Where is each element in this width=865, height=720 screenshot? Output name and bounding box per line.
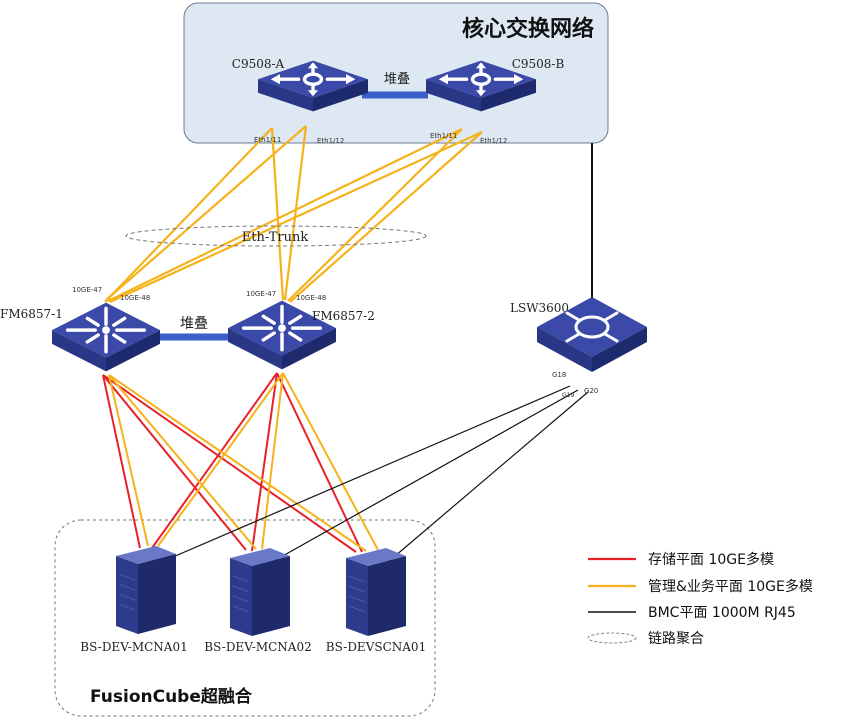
legend: 存储平面 10GE多模 管理&业务平面 10GE多模 BMC平面 1000M R…	[587, 551, 813, 647]
legend-bmc-label: BMC平面 1000M RJ45	[648, 605, 796, 621]
fm1-port2: 10GE-48	[120, 294, 150, 302]
uplink-c9508b-p11-fm1	[107, 128, 463, 302]
legend-trunk-label: 链路聚合	[648, 631, 704, 647]
lsw3600-port2: G19	[562, 392, 574, 399]
lsw3600-label: LSW3600	[510, 301, 569, 315]
c9508b-port1: Eth1/11	[430, 132, 457, 140]
server-links	[102, 372, 589, 563]
c9508b-label: C9508-B	[512, 57, 565, 71]
legend-trunk-swatch	[587, 632, 637, 644]
uplink-c9508a-p11-fm1	[104, 127, 273, 303]
core-network-title: 核心交换网络	[462, 16, 594, 42]
legend-storage-label: 存储平面 10GE多模	[648, 551, 774, 568]
uplink-c9508a-p12-fm1	[105, 125, 307, 301]
server-scna01	[346, 547, 406, 636]
fm1-port1: 10GE-47	[72, 286, 102, 294]
server-icon	[346, 547, 406, 636]
c9508b-port2: Eth1/12	[480, 137, 507, 145]
uplink-c9508a-p12-fm2	[283, 125, 308, 301]
c9508a-port1: Eth1/11	[254, 136, 281, 144]
server-icon	[116, 545, 176, 634]
eth-trunk-ellipse	[125, 225, 427, 247]
core-network-zone	[183, 2, 609, 144]
core-stack-label: 堆叠	[384, 72, 410, 87]
server-mcna02-label: BS-DEV-MCNA02	[204, 640, 311, 654]
uplink-c9508b-p12-fm1	[109, 130, 483, 304]
server-mcna01-label: BS-DEV-MCNA01	[80, 640, 187, 654]
fm1-switch	[52, 302, 160, 372]
server-icon	[230, 547, 290, 636]
uplink-lines	[104, 125, 483, 304]
c9508a-port2: Eth1/12	[317, 137, 344, 145]
fm2-label: FM6857-2	[312, 309, 375, 323]
server-scna01-label: BS-DEVSCNA01	[326, 640, 426, 654]
uplink-c9508a-p11-fm2	[270, 127, 285, 301]
server-mcna01	[116, 545, 176, 634]
legend-mgmt-label: 管理&业务平面 10GE多模	[648, 578, 813, 595]
server-mcna02	[230, 547, 290, 636]
fusioncube-title: FusionCube超融合	[90, 686, 253, 707]
uplink-c9508b-p12-fm2	[289, 131, 483, 303]
fm2-port1: 10GE-47	[246, 290, 276, 298]
l3-switch-icon	[52, 302, 160, 372]
fm1-label: FM6857-1	[0, 307, 63, 321]
lsw3600-port3: G20	[584, 387, 598, 395]
fm2-port2: 10GE-48	[296, 294, 326, 302]
fusioncube-zone	[54, 519, 436, 717]
c9508a-label: C9508-A	[232, 57, 285, 71]
uplink-c9508b-p11-fm2	[287, 128, 463, 302]
eth-trunk-label: Eth-Trunk	[242, 230, 309, 245]
fm-stack-label: 堆叠	[180, 316, 208, 332]
lsw3600-port1: G18	[552, 371, 566, 379]
